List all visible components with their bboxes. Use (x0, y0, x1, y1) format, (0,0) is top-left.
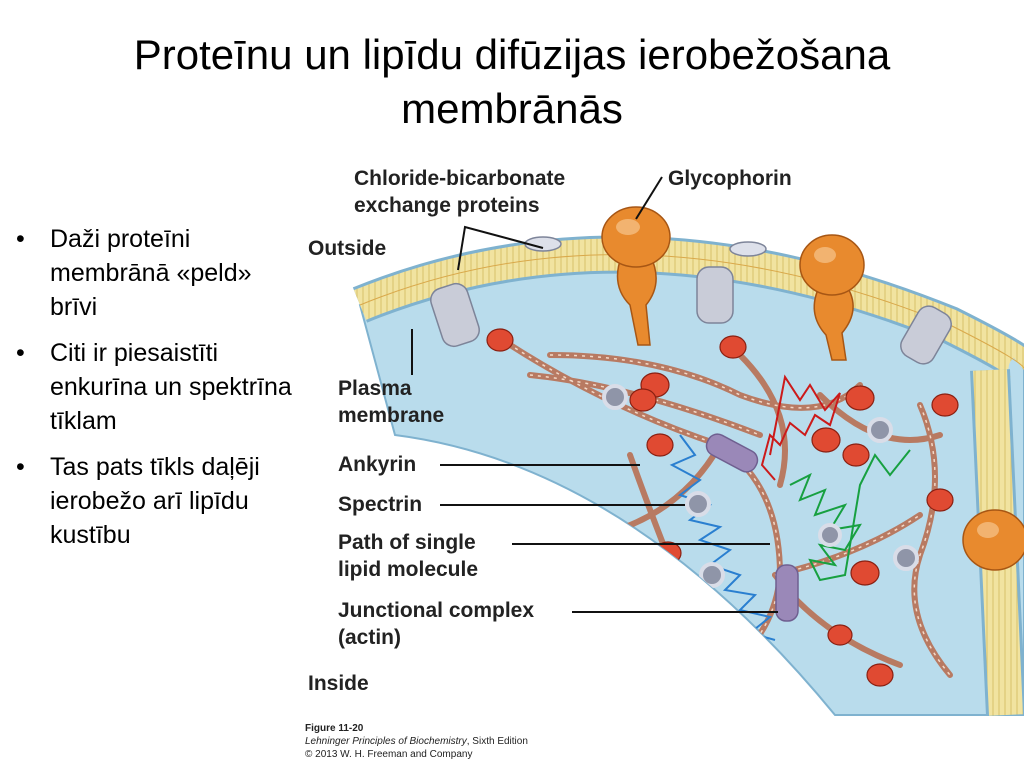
ankyrin-protein (719, 335, 747, 359)
bullet-item: • Tas pats tīkls daļēji ierobežo arī lipī… (14, 450, 304, 552)
band3-disk (867, 417, 893, 443)
bullet-text: Daži proteīni membrānā «peld» brīvi (50, 225, 252, 321)
spectrin-fiber (737, 352, 788, 488)
caption-edition: , Sixth Edition (466, 736, 528, 747)
caption-copyright: © 2013 W. H. Freeman and Company (305, 749, 473, 760)
membrane-figure: Chloride-bicarbonate exchange proteins G… (300, 155, 1024, 768)
label-junction-line-1: Junctional complex (338, 599, 535, 622)
band3-protein (696, 266, 734, 324)
glycophorin (799, 234, 865, 361)
label-inside: Inside (308, 672, 369, 695)
ankyrin-protein (926, 488, 954, 512)
label-path-line-2: lipid molecule (338, 558, 479, 581)
ankyrin-protein (827, 624, 853, 646)
ankyrin-proteins (486, 328, 959, 687)
band3-disk (602, 384, 628, 410)
junctional-complex (705, 433, 759, 473)
caption-book: Lehninger Principles of Biochemistry (305, 736, 467, 747)
label-ankyrin: Ankyrin (338, 453, 417, 476)
band3-disk (704, 627, 730, 653)
glycophorin (962, 509, 1024, 571)
label-junction-line-2: (actin) (338, 626, 401, 649)
bullet-text: Tas pats tīkls daļēji ierobežo arī lipīd… (50, 453, 260, 549)
bullet-dot-icon: • (16, 453, 25, 481)
band3-protein (900, 305, 952, 365)
label-glycophorin: Glycophorin (668, 167, 792, 190)
band3-proteins (430, 266, 952, 365)
label-path-line-1: Path of single (338, 531, 476, 554)
junctional-complex (775, 564, 799, 622)
bullet-list: • Daži proteīni membrānā «peld» brīvi • Ci… (14, 222, 304, 564)
label-chloride-line-1: Chloride-bicarbonate (354, 167, 566, 190)
bullet-dot-icon: • (16, 225, 25, 253)
slide-title: Proteīnu un lipīdu difūzijas ierobežošan… (0, 28, 1024, 136)
leader-lines (411, 176, 778, 613)
leader-line-chloride (457, 225, 544, 271)
ankyrin-protein (931, 393, 959, 417)
label-outside: Outside (308, 237, 387, 260)
bullet-dot-icon: • (16, 339, 25, 367)
leader-line-glycophorin (635, 176, 663, 220)
spectrin-twist (494, 334, 951, 676)
bullet-item: • Daži proteīni membrānā «peld» brīvi (14, 222, 304, 324)
figure-caption: Figure 11-20 Lehninger Principles of Bio… (305, 722, 528, 761)
bullet-text: Citi ir piesaistīti enkurīna un spektrīn… (50, 339, 292, 435)
band3-disk (685, 491, 711, 517)
band3-disk (699, 562, 725, 588)
label-spectrin: Spectrin (338, 493, 423, 516)
slide-title-line-2: membrānās (401, 85, 623, 132)
label-plasma-line-1: Plasma (338, 377, 412, 400)
ankyrin-protein (811, 427, 841, 453)
ankyrin-protein (866, 663, 894, 687)
slide-title-line-1: Proteīnu un lipīdu difūzijas ierobežošan… (133, 31, 891, 78)
band3-opening (729, 241, 767, 257)
ankyrin-protein (731, 660, 761, 686)
ankyrin-protein (629, 388, 657, 412)
glycophorin (601, 206, 671, 346)
band3-disk (818, 523, 842, 547)
glycophorin-proteins (601, 206, 1024, 571)
bullet-item: • Citi ir piesaistīti enkurīna un spektrī… (14, 336, 304, 438)
ankyrin-protein (646, 433, 674, 457)
membrane-diagram (352, 176, 1024, 716)
lipid-path-green (789, 449, 911, 582)
caption-source: Lehninger Principles of Biochemistry, Si… (305, 735, 528, 748)
band3-protein (430, 282, 480, 348)
label-chloride-line-2: exchange proteins (354, 194, 540, 217)
caption-figure-number: Figure 11-20 (305, 723, 364, 734)
ankyrin-protein (486, 328, 514, 352)
label-plasma-line-2: membrane (338, 404, 445, 427)
ankyrin-protein (842, 443, 870, 467)
ankyrin-protein (845, 385, 875, 411)
membrane-midline (359, 254, 1024, 370)
junctional-complexes (705, 433, 799, 622)
ankyrin-protein (850, 560, 880, 586)
band3-disk (893, 545, 919, 571)
lipid-path-red (760, 374, 841, 481)
